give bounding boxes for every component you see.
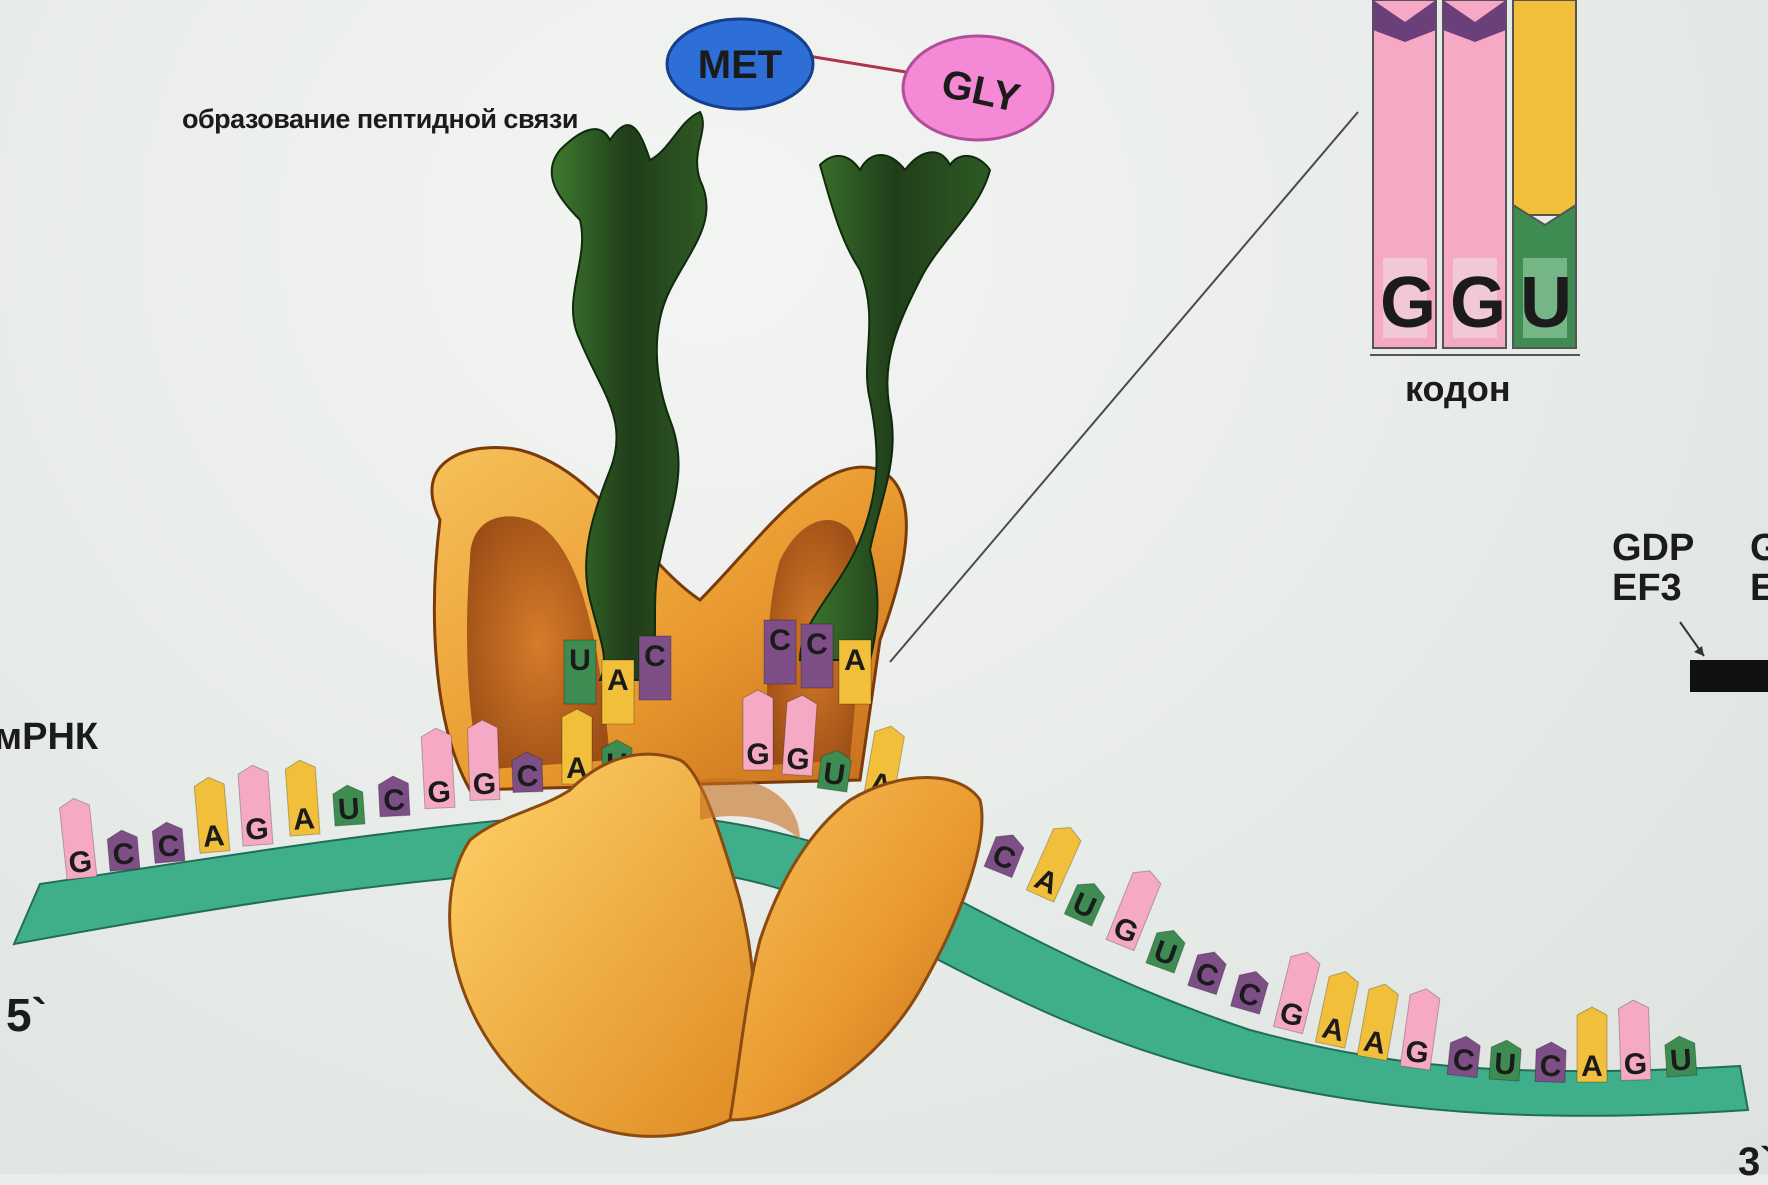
mrna-base-letter: G xyxy=(427,775,452,809)
mrna-base: A xyxy=(285,759,320,837)
codon-base-3: U xyxy=(1520,262,1570,344)
anticodon-base-letter: A xyxy=(607,664,629,697)
mrna-base: G xyxy=(1400,987,1441,1071)
mrna-base: A xyxy=(1315,969,1360,1050)
mrna-base-letter: C xyxy=(988,838,1020,877)
anticodon-base: A xyxy=(602,660,634,724)
mrna-base: C xyxy=(984,829,1027,878)
codon-base-2: G xyxy=(1450,262,1500,344)
ribosome-small-subunit xyxy=(450,754,982,1136)
amino-acid-met-label: MET xyxy=(698,43,782,87)
gdp-line: GDP xyxy=(1612,528,1694,568)
mrna-base: C xyxy=(107,829,140,872)
anticodon-base: U xyxy=(564,640,596,704)
mrna-base: C xyxy=(1447,1035,1481,1079)
mrna-base-letter: A xyxy=(1581,1050,1603,1083)
mrna-base: C xyxy=(512,752,543,794)
anticodon-base-letter: C xyxy=(644,640,666,673)
mrna-base: A xyxy=(1357,982,1400,1062)
five-prime-label: 5` xyxy=(6,988,47,1042)
mrna-base-letter: U xyxy=(337,792,361,826)
mrna-base-letter: C xyxy=(516,760,539,794)
mrna-base-letter: A xyxy=(1030,862,1063,901)
gdp-cut-label: G E xyxy=(1750,528,1768,608)
mrna-base: C xyxy=(1187,947,1228,995)
mrna-base: G xyxy=(237,764,273,847)
anticodon-base-letter: U xyxy=(569,644,591,677)
gdp-ef3-label: GDP EF3 xyxy=(1612,528,1694,608)
diagram-caption: образование пептидной связи xyxy=(182,104,578,135)
mrna-base-letter: G xyxy=(1109,911,1143,950)
mrna-base-letter: A xyxy=(201,819,225,854)
mrna-base: G xyxy=(59,797,97,881)
anticodon-base: C xyxy=(639,636,671,700)
mrna-base-letter: U xyxy=(1068,886,1101,925)
mrna-base: A xyxy=(194,776,231,854)
mrna-base: C xyxy=(1535,1042,1566,1084)
mrna-base-letter: A xyxy=(292,802,316,836)
mrna-base-letter: G xyxy=(1403,1035,1431,1071)
codon-label: кодон xyxy=(1405,368,1511,410)
mrna-base: G xyxy=(782,694,818,777)
mrna-base: U xyxy=(1146,925,1188,974)
mrna-base: C xyxy=(1230,967,1270,1015)
anticodon-base: A xyxy=(839,640,871,704)
mrna-base: A xyxy=(1577,1007,1607,1083)
mrna-base-letter: U xyxy=(821,757,847,793)
mrna-base-letter: C xyxy=(156,829,180,864)
mrna-base: C xyxy=(152,821,185,864)
mrna-base-letter: G xyxy=(746,738,769,771)
mrna-base: U xyxy=(332,784,365,827)
mrna-base-letter: G xyxy=(785,742,811,777)
mrna-base: G xyxy=(743,690,773,771)
peptide-bond-line xyxy=(808,56,906,72)
mrna-base-letter: C xyxy=(111,837,135,872)
anticodon-base: C xyxy=(764,620,796,684)
anticodon-base-letter: C xyxy=(769,624,791,657)
mrna-base-letter: G xyxy=(472,768,496,802)
mrna-base: G xyxy=(467,720,500,802)
mrna-base: G xyxy=(421,727,455,809)
mrna-base-letter: G xyxy=(244,812,270,847)
mrna-base-letter: U xyxy=(1493,1047,1517,1081)
mrna-base-letter: U xyxy=(1669,1043,1693,1077)
codon-base-1: G xyxy=(1380,262,1430,344)
mrna-base: G xyxy=(1618,1000,1651,1082)
mrna-base: G xyxy=(1273,949,1322,1035)
gdp-bar xyxy=(1690,660,1768,692)
mrna-base: U xyxy=(1064,877,1108,927)
mrna-base: U xyxy=(1664,1035,1697,1078)
amino-acid-met: MET xyxy=(667,19,813,109)
mrna-base-letter: G xyxy=(1623,1048,1647,1082)
mrna-base-letter: C xyxy=(1451,1043,1476,1078)
mrna-label: мРНК xyxy=(0,716,98,759)
mrna-base: C xyxy=(378,775,410,818)
mrna-base-letter: C xyxy=(1539,1050,1562,1084)
anticodon-base-letter: C xyxy=(806,628,828,661)
ef3-line: EF3 xyxy=(1612,568,1694,608)
anticodon-base-letter: A xyxy=(844,644,866,677)
three-prime-label: 3` xyxy=(1738,1140,1768,1185)
anticodon-base: C xyxy=(801,624,833,688)
amino-acid-gly: GLY xyxy=(903,36,1053,140)
mrna-base-letter: G xyxy=(67,845,94,880)
mrna-base: U xyxy=(1489,1039,1522,1082)
mrna-base-letter: C xyxy=(383,783,406,817)
